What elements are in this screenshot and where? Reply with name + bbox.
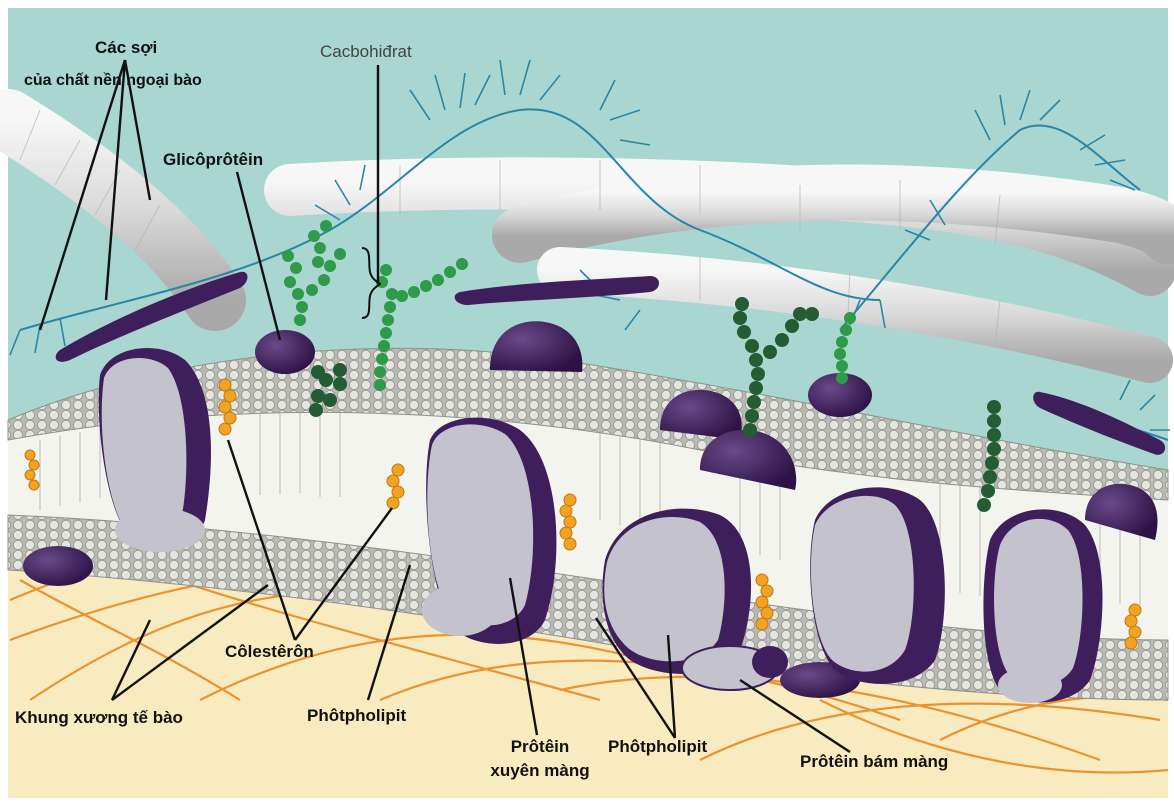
label-cholesterol: Côlestêrôn: [225, 642, 314, 662]
label-extracellular-fibers-line2: của chất nền ngoại bào: [24, 72, 202, 90]
label-glycoprotein: Glicôprôtêin: [163, 150, 263, 170]
label-phospholipid-left: Phôtpholipit: [307, 706, 406, 726]
label-extracellular-fibers-line1: Các sợi: [95, 38, 157, 58]
label-transmembrane-protein-line2: xuyên màng: [480, 761, 600, 781]
transmembrane-protein-4: [810, 487, 945, 684]
label-phospholipid-right: Phôtpholipit: [608, 737, 707, 757]
transmembrane-protein-5: [983, 509, 1102, 703]
cytoplasmic-protein-left: [23, 546, 93, 586]
label-peripheral-protein: Prôtêin bám màng: [800, 752, 948, 772]
label-carbohydrate: Cacbohiđrat: [320, 42, 412, 62]
label-transmembrane-protein-line1: Prôtêin: [500, 737, 580, 757]
glycoprotein-left: [255, 330, 315, 374]
label-cytoskeleton: Khung xương tế bào: [15, 708, 183, 728]
transmembrane-protein-2: [422, 418, 556, 644]
